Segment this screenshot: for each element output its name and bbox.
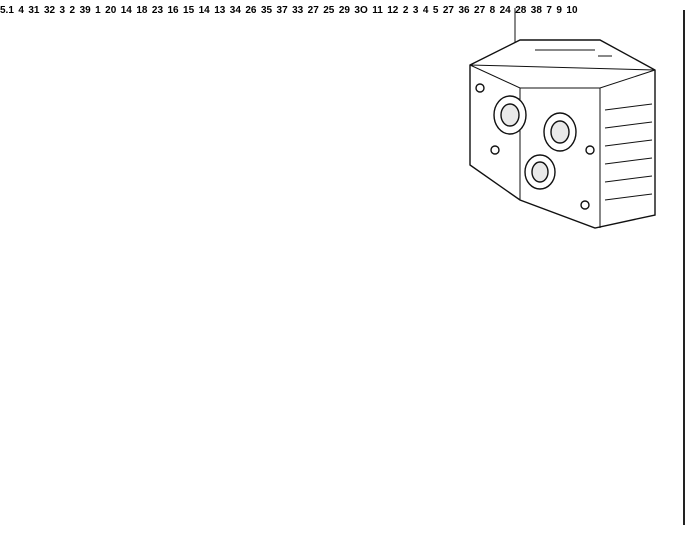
label-15: 15	[183, 5, 195, 16]
label-27-centre: 27	[442, 5, 454, 16]
label-1: 1	[95, 5, 101, 16]
label-37: 37	[276, 5, 288, 16]
label-9: 9	[556, 5, 562, 16]
label-5: 5	[432, 5, 439, 16]
label-35: 35	[260, 5, 273, 16]
label-14-upper: 14	[120, 5, 132, 16]
label-2-top: 2	[69, 5, 76, 16]
label-4-top: 4	[18, 5, 24, 16]
label-24: 24	[499, 5, 511, 16]
label-27-lower: 27	[474, 5, 486, 16]
label-26: 26	[245, 5, 257, 16]
label-36: 36	[458, 5, 470, 16]
image-border-line	[683, 10, 685, 525]
pump-housing	[469, 8, 656, 229]
label-31: 31	[28, 5, 40, 16]
label-3-lower: 3	[412, 5, 419, 16]
label-7: 7	[546, 5, 552, 16]
label-12: 12	[387, 5, 399, 16]
label-10: 10	[566, 5, 578, 16]
label-3-top: 3	[59, 5, 66, 16]
label-32: 32	[43, 5, 56, 16]
label-28: 28	[515, 5, 527, 16]
label-29: 29	[338, 5, 350, 16]
label-18: 18	[136, 5, 148, 16]
label-13: 13	[214, 5, 226, 16]
label-14-lower: 14	[198, 5, 210, 16]
callout-labels: 5.1 4 31 32 3 2 39 1 20 14 18 23 16 15 1…	[0, 0, 578, 17]
label-27-left: 27	[307, 5, 319, 16]
label-39: 39	[79, 5, 91, 16]
label-16: 16	[167, 5, 179, 16]
label-8: 8	[489, 5, 496, 16]
label-2-lower: 2	[402, 5, 409, 16]
label-38: 38	[530, 5, 542, 16]
label-33: 33	[292, 5, 304, 16]
label-23: 23	[151, 5, 164, 16]
label-5-1: 5.1	[0, 5, 14, 16]
label-34: 34	[229, 5, 241, 16]
label-4-lower: 4	[422, 5, 429, 16]
label-30: 3O	[354, 5, 368, 16]
label-25: 25	[323, 5, 335, 16]
label-20: 20	[105, 5, 117, 16]
label-11: 11	[372, 5, 383, 16]
